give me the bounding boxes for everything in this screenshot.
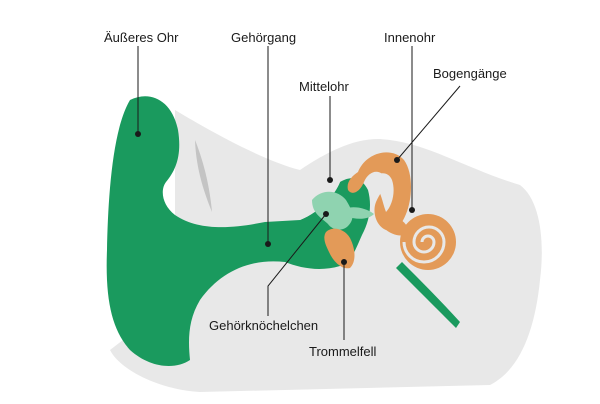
ossicles-shape: [312, 191, 353, 230]
leader-eardrum: [341, 259, 347, 340]
leader-semicircular-canals: [394, 85, 461, 163]
leader-ossicles: [267, 211, 329, 316]
outer-ear-shape: [106, 96, 370, 366]
ossicle-stapes: [346, 207, 374, 219]
cochlea-spiral: [402, 225, 446, 264]
label-semicircular-canals: Bogengänge: [433, 66, 507, 81]
pinna-fold: [195, 140, 212, 212]
eardrum-shape: [324, 228, 355, 269]
cochlea-shape: [400, 214, 456, 270]
label-inner-ear: Innenohr: [384, 30, 436, 45]
semicircular-canals-inner: [372, 173, 394, 212]
leader-inner-ear: [409, 46, 415, 213]
vestibule-shape: [378, 212, 410, 236]
label-ossicles: Gehörknöchelchen: [209, 318, 318, 333]
leader-ear-canal: [265, 46, 271, 247]
auditory-nerve: [396, 262, 460, 328]
leader-middle-ear: [327, 96, 333, 183]
label-eardrum: Trommelfell: [309, 344, 377, 359]
label-ear-canal: Gehörgang: [231, 30, 296, 45]
leader-outer-ear: [135, 46, 141, 137]
label-outer-ear: Äußeres Ohr: [104, 30, 179, 45]
label-middle-ear: Mittelohr: [299, 79, 350, 94]
semicircular-canals-shape: [347, 152, 411, 231]
